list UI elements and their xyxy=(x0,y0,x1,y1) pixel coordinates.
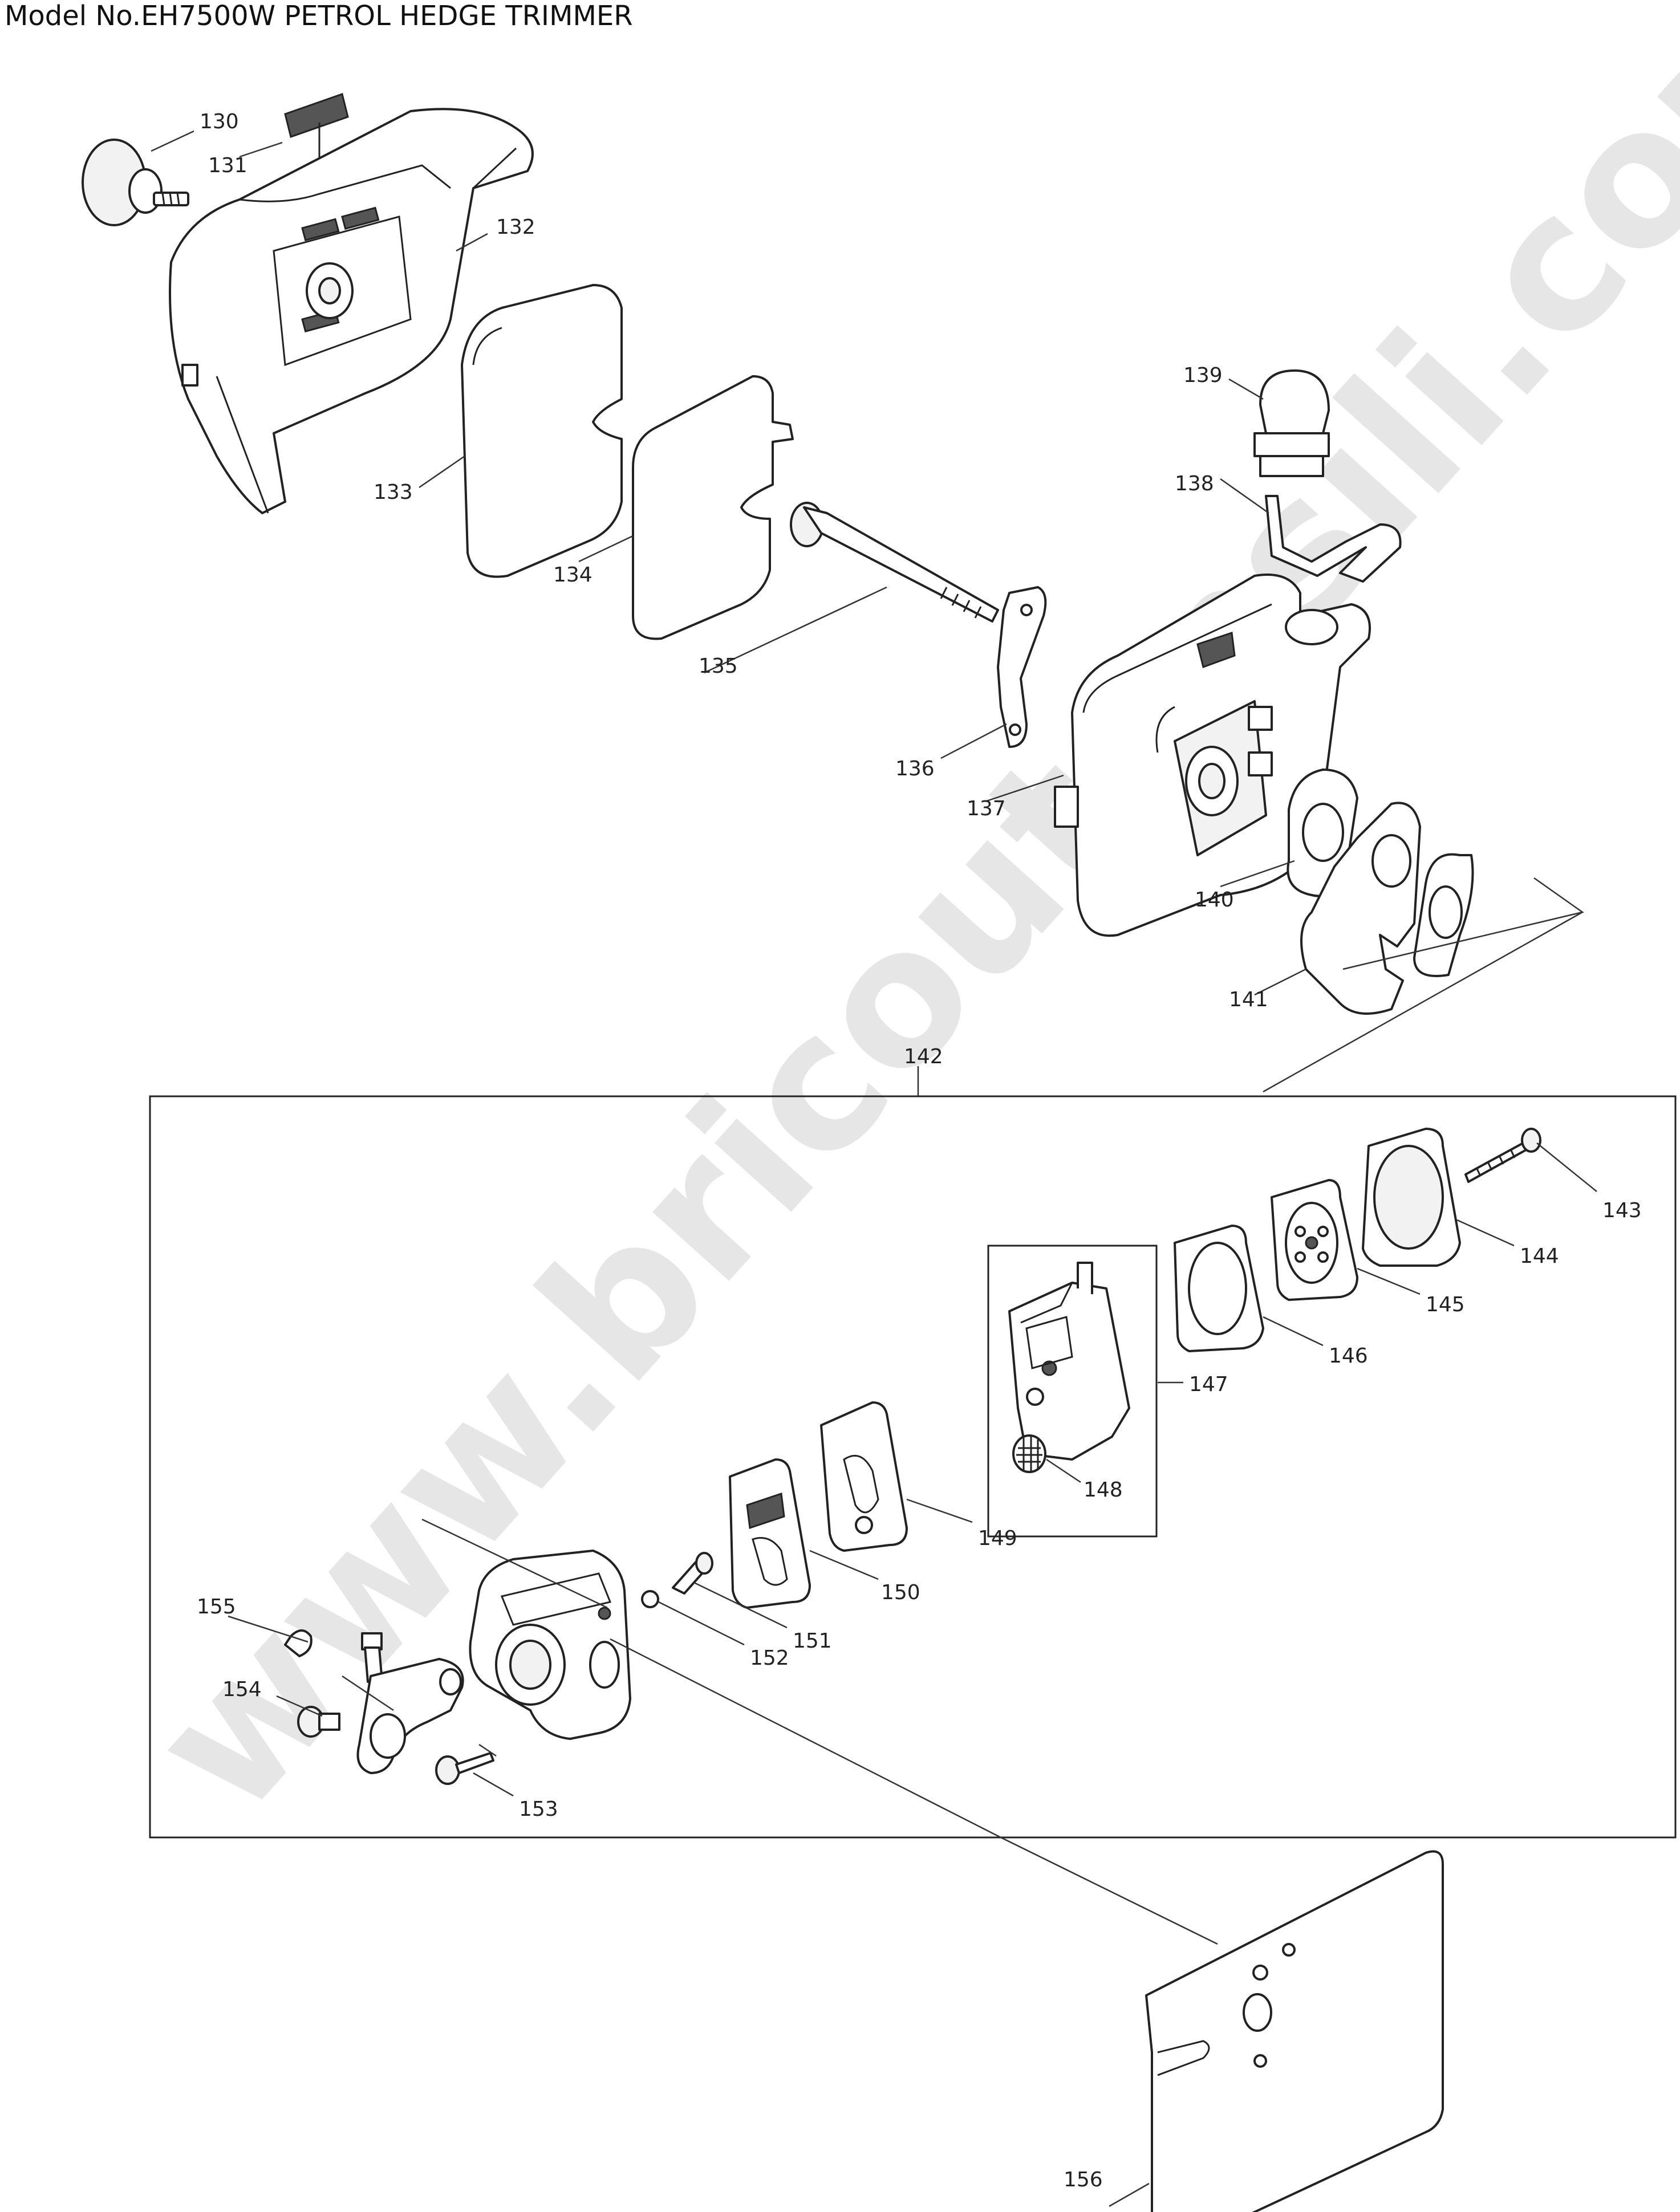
carburetor-assembly-frame xyxy=(149,1095,1677,1839)
part-151-needle-valve xyxy=(672,1552,713,1595)
part-146-gasket xyxy=(1174,1225,1264,1352)
callout-143: 143 xyxy=(1602,1199,1642,1222)
part-143-screw xyxy=(1464,1128,1541,1183)
part-throttle-lever xyxy=(356,1632,464,1774)
part-148-filter-screen xyxy=(1012,1434,1046,1473)
callout-137: 137 xyxy=(967,797,1006,820)
part-149-gasket xyxy=(820,1401,908,1552)
callout-142: 142 xyxy=(904,1045,943,1068)
callout-138: 138 xyxy=(1175,472,1214,495)
part-152-o-ring xyxy=(641,1590,659,1608)
part-150-gasket xyxy=(729,1458,811,1609)
part-134-filter-plate xyxy=(632,375,794,640)
callout-132: 132 xyxy=(496,215,535,239)
part-147-pump-body xyxy=(1008,1262,1130,1461)
callout-135: 135 xyxy=(699,654,738,678)
callout-136: 136 xyxy=(895,757,935,780)
part-135-bolt xyxy=(790,502,999,623)
part-139-primer-bulb xyxy=(1253,369,1330,477)
callout-130: 130 xyxy=(200,110,239,133)
pump-body-box xyxy=(987,1245,1158,1538)
callout-148: 148 xyxy=(1084,1478,1123,1502)
callout-133: 133 xyxy=(374,481,413,504)
part-133-filter-element xyxy=(461,284,623,578)
part-136-bracket xyxy=(997,586,1047,748)
callout-144: 144 xyxy=(1520,1245,1559,1268)
callout-146: 146 xyxy=(1329,1344,1368,1368)
callout-156: 156 xyxy=(1064,2168,1103,2191)
part-gasket-141b xyxy=(1413,853,1474,977)
part-138-fuel-pipe xyxy=(1265,495,1402,583)
callout-149: 149 xyxy=(978,1527,1017,1550)
callout-153: 153 xyxy=(519,1798,558,1821)
part-144-cover xyxy=(1362,1128,1461,1267)
part-153-screw xyxy=(435,1752,494,1785)
callout-labels: 130 131 132 133 134 135 136 137 138 139 … xyxy=(197,110,1642,2191)
leader-lines xyxy=(151,130,1597,2207)
callout-134: 134 xyxy=(553,563,593,587)
part-145-diaphragm xyxy=(1271,1179,1358,1301)
callout-140: 140 xyxy=(1195,888,1234,912)
callout-131: 131 xyxy=(208,154,247,177)
callout-147: 147 xyxy=(1189,1373,1228,1396)
part-carburetor-body xyxy=(469,1550,631,1740)
callout-154: 154 xyxy=(222,1678,262,1701)
callout-145: 145 xyxy=(1426,1293,1465,1316)
callout-139: 139 xyxy=(1183,364,1223,387)
page-title: Model No.EH7500W PETROL HEDGE TRIMMER xyxy=(5,0,633,32)
part-132-air-cleaner-cover xyxy=(169,108,534,514)
callout-150: 150 xyxy=(881,1581,920,1604)
part-156-gasket xyxy=(1145,1850,1444,2212)
part-141-plate xyxy=(1300,802,1421,1015)
callout-152: 152 xyxy=(750,1646,789,1670)
callout-155: 155 xyxy=(197,1595,236,1619)
part-130-knob xyxy=(82,139,189,226)
callout-151: 151 xyxy=(793,1629,832,1653)
callout-141: 141 xyxy=(1229,988,1268,1011)
